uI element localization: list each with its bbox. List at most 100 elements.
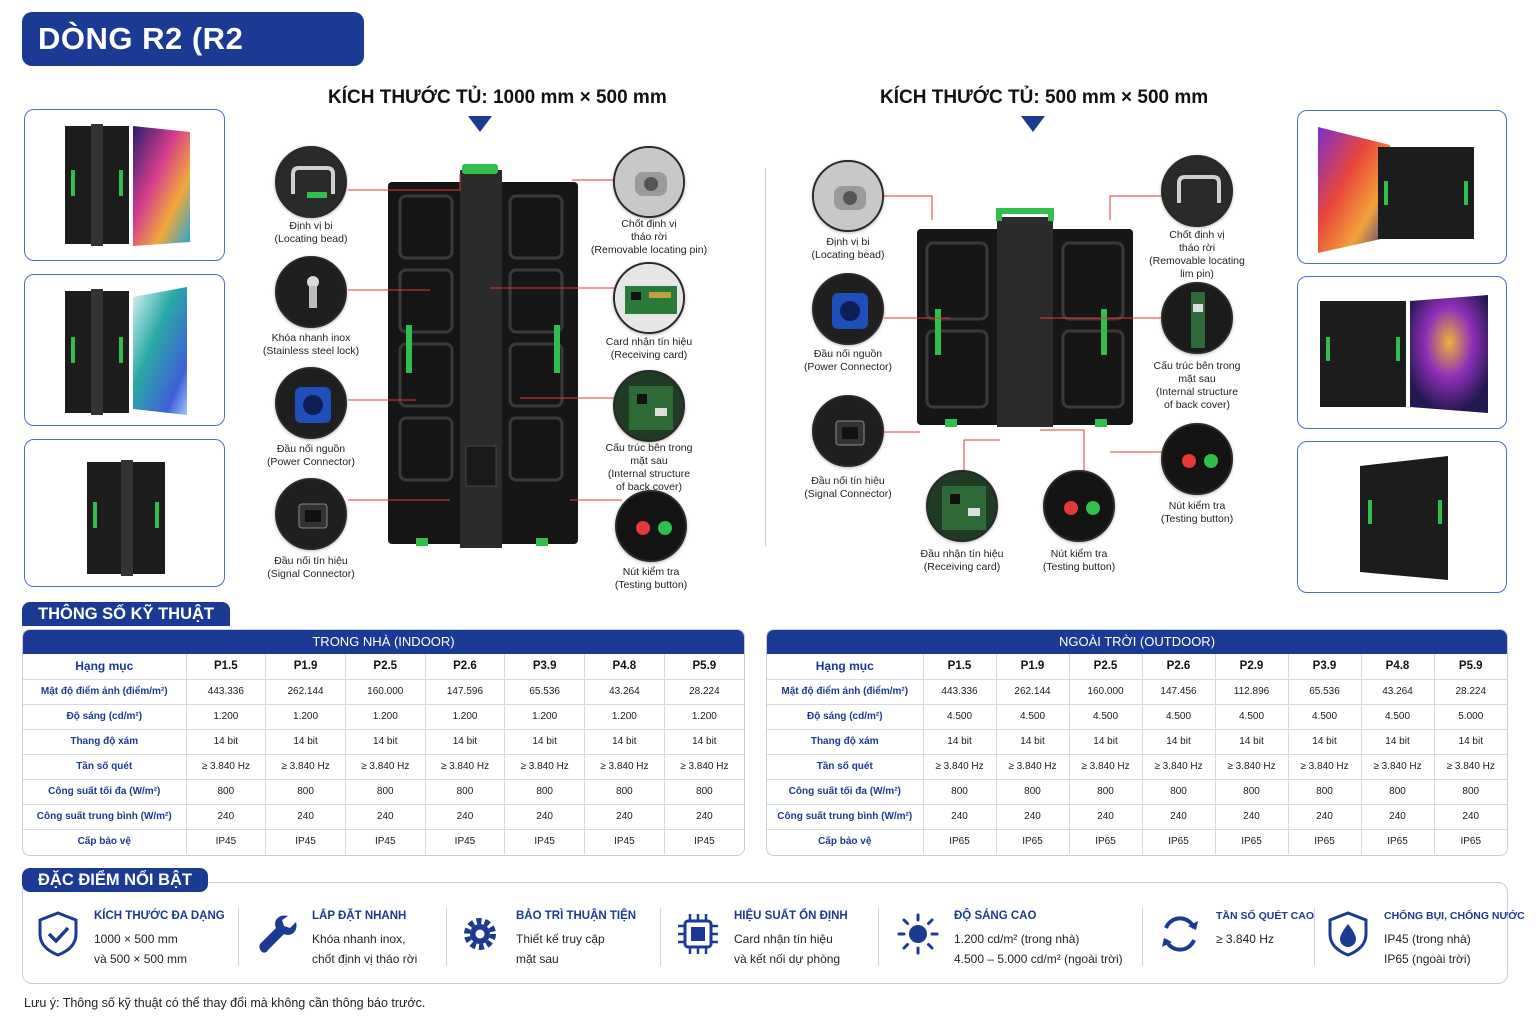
- thumbnail-cabinet-back[interactable]: [24, 439, 225, 587]
- page-title: DÒNG R2 (R2 SERIES): [22, 12, 364, 110]
- table-cell: ≥ 3.840 Hz: [1069, 754, 1143, 780]
- table-cell: IP45: [584, 829, 665, 854]
- table-cell: 262.144: [265, 679, 346, 705]
- table-cell: 800: [1215, 779, 1289, 805]
- table-cell: IP65: [1460, 836, 1482, 848]
- highlight-title: BẢO TRÌ THUẬN TIỆN: [516, 910, 637, 922]
- lock-icon: [277, 258, 345, 326]
- table-cell: ≥ 3.840 Hz: [584, 754, 665, 780]
- table-cell: 14 bit: [1434, 729, 1507, 755]
- row-label: Công suất tối đa (W/m²): [767, 779, 924, 805]
- highlight-install: LẮP ĐẶT NHANH Khóa nhanh inox, chốt định…: [254, 906, 454, 968]
- table-cell: 240: [1142, 804, 1216, 830]
- highlight-line-1: Card nhận tín hiệu: [734, 932, 833, 946]
- highlight-separator: [660, 908, 661, 966]
- table-cell: 1.200: [664, 704, 744, 730]
- row-label: Công suất tối đa (W/m²): [23, 779, 187, 805]
- table-cell: IP65: [1215, 829, 1289, 854]
- table-cell: 800: [504, 779, 586, 805]
- indoor-column-header: P1.5: [186, 654, 267, 680]
- outdoor-header-label: Hạng mục: [767, 654, 924, 680]
- cabinet-500x500-image: [917, 208, 1133, 427]
- highlight-separator: [1314, 908, 1315, 966]
- table-cell: 14 bit: [265, 729, 346, 755]
- table-cell: 65.536: [1288, 679, 1362, 705]
- thumbnail-small-cabinet-abstract[interactable]: [1297, 110, 1507, 264]
- highlight-brightness: ĐỘ SÁNG CAO 1.200 cd/m² (trong nhà) 4.50…: [896, 906, 1136, 968]
- table-cell: 443.336: [186, 679, 267, 705]
- row-label: Tần số quét: [767, 754, 924, 780]
- table-cell: IP45: [425, 829, 506, 854]
- table-cell: 14 bit: [584, 729, 665, 755]
- highlight-separator: [878, 908, 879, 966]
- table-cell: 240: [345, 804, 426, 830]
- thumbnail-small-cabinet-back[interactable]: [1297, 441, 1507, 593]
- feature-label-signal-connector-2: Đầu nối tín hiệu(Signal Connector): [804, 475, 892, 500]
- table-cell: ≥ 3.840 Hz: [504, 754, 586, 780]
- table-cell: 4.500: [996, 704, 1070, 730]
- table-cell: 14 bit: [186, 729, 267, 755]
- shield-check-icon: [38, 911, 78, 957]
- row-label: Cấp bảo vệ: [23, 829, 187, 854]
- row-label: Cấp bảo vệ: [767, 829, 924, 854]
- table-cell: IP45: [504, 829, 586, 854]
- highlight-line-1: ≥ 3.840 Hz: [1216, 932, 1274, 946]
- table-cell: 800: [265, 779, 346, 805]
- testing-button-icon: [1045, 472, 1113, 540]
- table-cell: 800: [1069, 779, 1143, 805]
- cabinet-right-arrow: [1021, 116, 1045, 132]
- feature-label-receiving-card: Card nhận tín hiệu(Receiving card): [605, 336, 693, 361]
- outdoor-column-header: P3.9: [1288, 654, 1362, 680]
- outdoor-column-header: P1.9: [996, 654, 1070, 680]
- feature-circle-internal-structure: [613, 370, 685, 442]
- feature-circle-stainless-lock: [275, 256, 347, 328]
- highlight-line-2: và 500 × 500 mm: [94, 952, 188, 966]
- cabinet-left-arrow: [468, 116, 492, 132]
- table-cell: ≥ 3.840 Hz: [923, 754, 997, 780]
- table-cell: 4.500: [1069, 704, 1143, 730]
- footnote: Lưu ý: Thông số kỹ thuật có thể thay đổi…: [24, 996, 426, 1010]
- table-cell: IP65: [923, 829, 997, 854]
- table-cell: 14 bit: [664, 729, 744, 755]
- row-label: Công suất trung bình (W/m²): [23, 804, 187, 830]
- table-cell: 800: [186, 779, 267, 805]
- table-cell: 800: [996, 779, 1070, 805]
- table-cell: 800: [345, 779, 426, 805]
- table-cell: 800: [1361, 779, 1435, 805]
- table-cell: 240: [1069, 804, 1143, 830]
- highlight-separator: [446, 908, 447, 966]
- table-cell: IP45: [265, 829, 346, 854]
- table-cell: ≥ 3.840 Hz: [1288, 754, 1362, 780]
- indoor-header-label: Hạng mục: [23, 654, 187, 680]
- indoor-column-header: P5.9: [664, 654, 744, 680]
- table-cell: 240: [1215, 804, 1289, 830]
- feature-label-stainless-lock: Khóa nhanh inox(Stainless steel lock): [262, 332, 360, 357]
- cabinet-right-title: KÍCH THƯỚC TỦ: 500 mm × 500 mm: [880, 87, 1209, 108]
- outdoor-column-header: P1.5: [923, 654, 997, 680]
- highlight-line-1: 1.200 cd/m² (trong nhà): [954, 932, 1080, 946]
- table-row: Tần số quét≥ 3.840 Hz≥ 3.840 Hz≥ 3.840 H…: [767, 754, 1507, 780]
- indoor-table-title: TRONG NHÀ (INDOOR): [23, 630, 744, 654]
- thumbnail-cabinet-wave[interactable]: [24, 109, 225, 261]
- feature-circle-power-connector-2: [812, 273, 884, 345]
- table-cell: 14 bit: [345, 729, 426, 755]
- thumbnail-small-cabinet-mushroom[interactable]: [1297, 276, 1507, 429]
- table-cell: 1.200: [186, 704, 267, 730]
- specs-section-title: THÔNG SỐ KỸ THUẬT: [22, 602, 230, 626]
- indoor-column-header: P2.5: [345, 654, 426, 680]
- feature-label-testing-button: Nút kiểm tra(Testing button): [614, 566, 688, 591]
- table-cell: ≥ 3.840 Hz: [1434, 754, 1507, 780]
- feature-circle-signal-connector-2: [812, 395, 884, 467]
- row-label: Độ sáng (cd/m²): [23, 704, 187, 730]
- feature-label-signal-connector: Đầu nối tín hiệu(Signal Connector): [267, 555, 355, 580]
- row-label: Tần số quét: [23, 754, 187, 780]
- handle-icon: [1163, 157, 1231, 225]
- thumbnail-cabinet-curve[interactable]: [24, 274, 225, 426]
